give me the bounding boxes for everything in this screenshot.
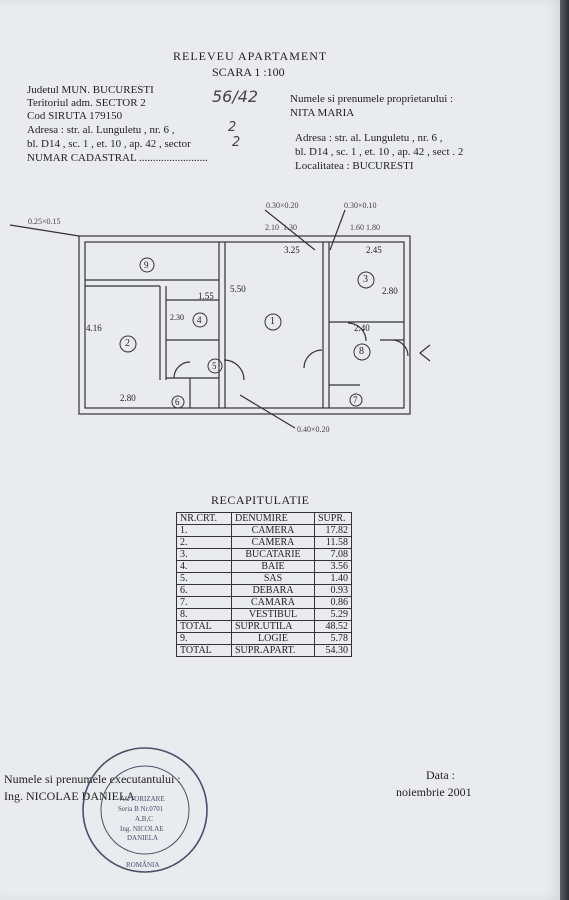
right-address-line1: Adresa : str. al. Lunguletu , nr. 6 , bbox=[295, 132, 443, 144]
dim-label: 2.10 bbox=[265, 223, 279, 232]
dim-label: 2.40 bbox=[354, 323, 370, 333]
dim-label: 2.80 bbox=[382, 286, 398, 296]
col-header-supr: SUPR. bbox=[314, 512, 352, 525]
owner-name: NITA MARIA bbox=[290, 107, 355, 119]
dim-label: 2.45 bbox=[366, 245, 382, 255]
handwritten-sector-b: 2 bbox=[232, 135, 241, 150]
date-value: noiembrie 2001 bbox=[396, 785, 472, 799]
teritoriu-line: Teritoriul adm. SECTOR 2 bbox=[27, 97, 146, 109]
dim-label: 2.80 bbox=[120, 393, 136, 403]
recap-title: RECAPITULATIE bbox=[211, 493, 310, 507]
handwritten-number: 56/42 bbox=[212, 87, 259, 106]
room-number: 2 bbox=[125, 338, 130, 349]
left-address-line2: bl. D14 , sc. 1 , et. 10 , ap. 42 , sect… bbox=[27, 138, 191, 150]
cadastral-number: NUMAR CADASTRAL ........................… bbox=[27, 152, 208, 164]
col-header-nr: NR.CRT. bbox=[176, 512, 232, 525]
left-address-line1: Adresa : str. al. Lunguletu , nr. 6 , bbox=[27, 124, 175, 136]
svg-text:Ing. NICOLAE: Ing. NICOLAE bbox=[120, 825, 164, 833]
dim-label: 1.80 bbox=[366, 223, 380, 232]
owner-label: Numele si prenumele proprietarului : bbox=[290, 93, 454, 105]
dim-label: 0.30×0.10 bbox=[344, 201, 377, 210]
cod-siruta-line: Cod SIRUTA 179150 bbox=[27, 110, 123, 122]
table-header-row: NR.CRT. DENUMIRE SUPR. bbox=[176, 512, 352, 525]
judet-line: Judetul MUN. BUCURESTI bbox=[27, 84, 154, 96]
handwritten-sector-a: 2 bbox=[228, 120, 237, 135]
official-stamp: AUTORIZARE Seria B Nr.0701 A,B,C Ing. NI… bbox=[82, 747, 208, 873]
dim-label: 1.30 bbox=[283, 223, 297, 232]
executor-label: Numele si prenumele executantului : bbox=[4, 772, 181, 786]
dim-label: 1.55 bbox=[198, 291, 214, 301]
dim-label: 2.30 bbox=[170, 313, 184, 322]
dim-label: 3.25 bbox=[284, 245, 300, 255]
dim-label: 0.40×0.20 bbox=[297, 425, 330, 434]
svg-text:AUTORIZARE: AUTORIZARE bbox=[120, 795, 165, 803]
svg-text:DANIELA: DANIELA bbox=[127, 834, 158, 842]
room-number: 9 bbox=[144, 260, 149, 270]
dim-label: 0.25×0.15 bbox=[28, 217, 61, 226]
room-number: 1 bbox=[270, 316, 275, 327]
svg-text:ROMÂNIA: ROMÂNIA bbox=[126, 861, 159, 869]
room-number: 7 bbox=[353, 395, 358, 405]
document-scale: SCARA 1 :100 bbox=[212, 65, 285, 79]
svg-text:Seria B Nr.0701: Seria B Nr.0701 bbox=[118, 805, 164, 813]
date-label: Data : bbox=[426, 768, 455, 782]
svg-text:A,B,C: A,B,C bbox=[135, 815, 153, 823]
document-title: RELEVEU APARTAMENT bbox=[173, 49, 328, 63]
room-number: 5 bbox=[212, 361, 217, 371]
page-edge-shadow bbox=[560, 0, 569, 900]
room-circle-9 bbox=[139, 257, 155, 273]
locality-line: Localitatea : BUCURESTI bbox=[295, 160, 414, 172]
room-number: 8 bbox=[359, 346, 364, 357]
right-address-line2: bl. D14 , sc. 1 , et. 10 , ap. 42 , sect… bbox=[295, 146, 464, 158]
dim-label: 5.50 bbox=[230, 284, 246, 294]
dim-label: 1.60 bbox=[350, 223, 364, 232]
room-number: 6 bbox=[175, 397, 180, 407]
dim-label: 4.16 bbox=[86, 323, 102, 333]
room-number: 4 bbox=[197, 315, 202, 325]
room-number: 3 bbox=[363, 274, 368, 285]
dim-label: 0.30×0.20 bbox=[266, 201, 299, 210]
col-header-denumire: DENUMIRE bbox=[231, 512, 315, 525]
